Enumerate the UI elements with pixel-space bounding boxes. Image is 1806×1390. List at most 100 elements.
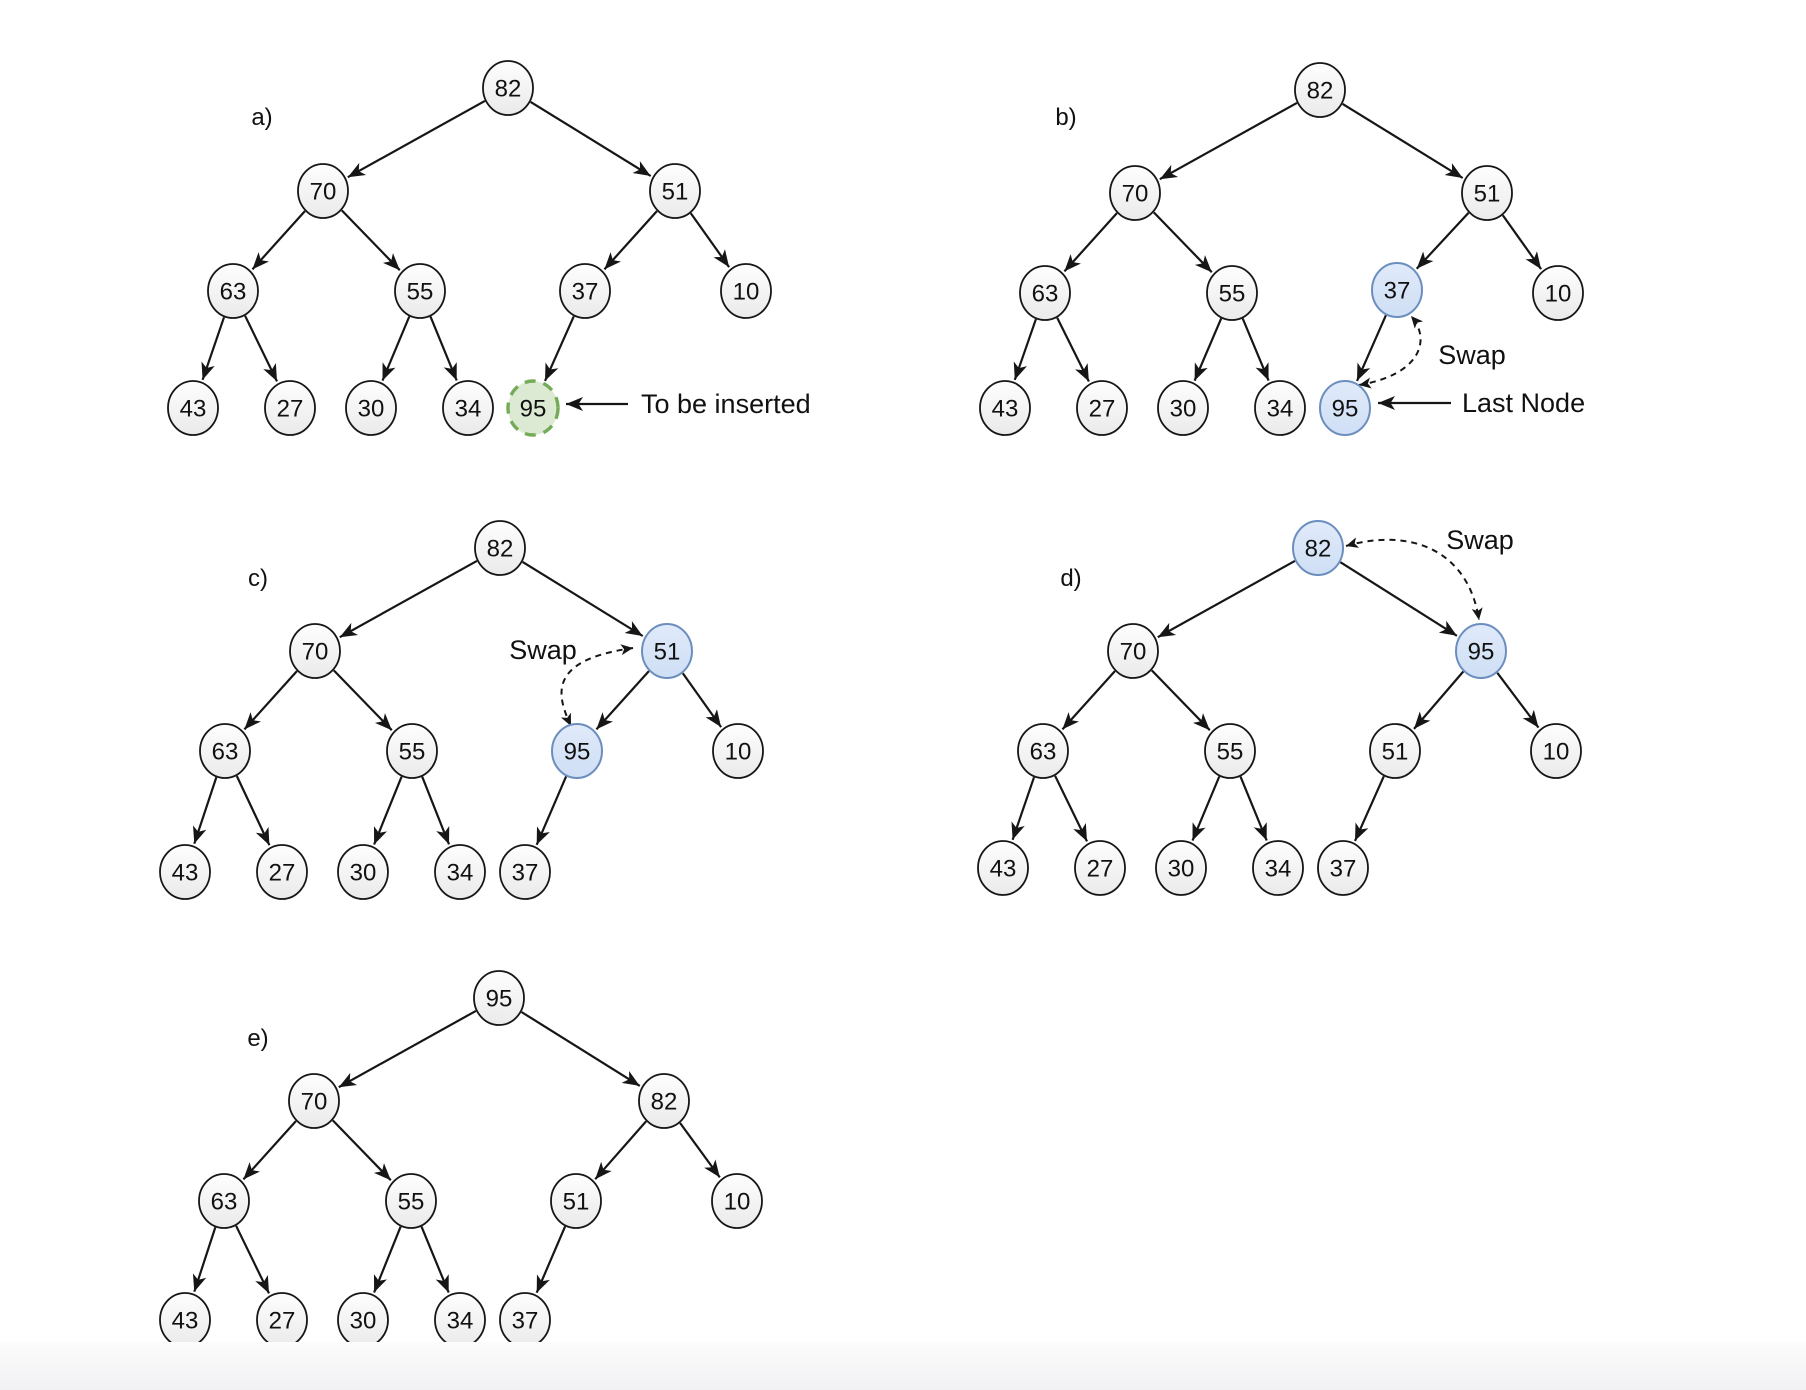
node-a-10: 10 — [720, 263, 772, 319]
highlight-node-circle — [641, 623, 693, 679]
node-value: 27 — [1087, 856, 1114, 883]
node-value: 70 — [310, 179, 337, 206]
edge-55-30 — [1193, 317, 1223, 382]
node-value: 27 — [277, 396, 304, 423]
node-c-51: 51 — [641, 623, 693, 679]
node-d-10: 10 — [1530, 723, 1582, 779]
node-d-70: 70 — [1107, 623, 1159, 679]
node-value: 34 — [1265, 856, 1292, 883]
node-c-43: 43 — [159, 844, 211, 900]
edge-63-27 — [235, 1225, 270, 1294]
panel-label-d: d) — [1060, 565, 1081, 592]
node-value: 37 — [512, 1308, 539, 1335]
node-c-70: 70 — [289, 623, 341, 679]
node-value: 55 — [399, 739, 426, 766]
node-c-10: 10 — [712, 723, 764, 779]
node-a-51: 51 — [649, 163, 701, 219]
node-circle — [1369, 723, 1421, 779]
node-value: 51 — [1474, 181, 1501, 208]
node-value: 37 — [512, 860, 539, 887]
node-circle — [159, 844, 211, 900]
node-e-27: 27 — [256, 1292, 308, 1348]
node-circle — [394, 263, 446, 319]
node-circle — [199, 723, 251, 779]
node-e-43: 43 — [159, 1292, 211, 1348]
node-circle — [649, 163, 701, 219]
node-a-55: 55 — [394, 263, 446, 319]
node-value: 51 — [1382, 739, 1409, 766]
edge-63-27 — [244, 315, 278, 382]
node-a-27: 27 — [264, 380, 316, 436]
swap-82-95-label: Swap — [1446, 525, 1514, 555]
node-value: 37 — [1384, 278, 1411, 305]
node-value: 37 — [1330, 856, 1357, 883]
panel-label-e: e) — [247, 1025, 268, 1052]
node-circle — [1530, 723, 1582, 779]
node-value: 82 — [495, 76, 522, 103]
node-c-82: 82 — [474, 520, 526, 576]
edge-55-34 — [429, 316, 458, 381]
node-c-34: 34 — [434, 844, 486, 900]
node-value: 34 — [447, 1308, 474, 1335]
node-e-55: 55 — [385, 1173, 437, 1229]
node-value: 27 — [1089, 396, 1116, 423]
node-circle — [638, 1073, 690, 1129]
node-d-30: 30 — [1155, 840, 1207, 896]
edge-63-27 — [1056, 317, 1090, 382]
node-b-55: 55 — [1206, 265, 1258, 321]
node-d-55: 55 — [1204, 723, 1256, 779]
swap-95-51-label: Swap — [509, 635, 577, 665]
node-value: 95 — [1468, 639, 1495, 666]
node-circle — [297, 163, 349, 219]
node-circle — [1252, 840, 1304, 896]
edge-82-51 — [1342, 102, 1464, 179]
node-b-43: 43 — [979, 380, 1031, 436]
node-value: 34 — [455, 396, 482, 423]
node-circle — [1076, 380, 1128, 436]
node-circle — [198, 1173, 250, 1229]
node-value: 43 — [180, 396, 207, 423]
node-value: 34 — [447, 860, 474, 887]
highlight-node-circle — [1319, 380, 1371, 436]
node-value: 51 — [563, 1189, 590, 1216]
node-b-70: 70 — [1109, 165, 1161, 221]
node-d-95: 95 — [1455, 623, 1507, 679]
node-value: 43 — [992, 396, 1019, 423]
node-value: 30 — [1168, 856, 1195, 883]
edge-82-70 — [339, 559, 478, 639]
node-c-27: 27 — [256, 844, 308, 900]
edge-95-82 — [520, 1011, 641, 1087]
node-e-34: 34 — [434, 1292, 486, 1348]
node-b-51: 51 — [1461, 165, 1513, 221]
node-value: 10 — [733, 279, 760, 306]
node-e-70: 70 — [288, 1073, 340, 1129]
edge-51-37 — [603, 210, 658, 271]
node-value: 37 — [572, 279, 599, 306]
node-circle — [345, 380, 397, 436]
swap-37-95-arrow — [1358, 315, 1424, 389]
edge-51-95 — [595, 670, 650, 731]
node-circle — [474, 520, 526, 576]
swap-82-95-arrow — [1345, 537, 1483, 621]
node-e-82: 82 — [638, 1073, 690, 1129]
node-circle — [1107, 623, 1159, 679]
node-e-30: 30 — [337, 1292, 389, 1348]
node-value: 51 — [662, 179, 689, 206]
swap-95-51-arrow — [560, 644, 634, 727]
insert-node-circle — [506, 379, 560, 437]
node-value: 82 — [487, 536, 514, 563]
node-value: 95 — [520, 396, 547, 423]
node-circle — [1157, 380, 1209, 436]
edge-51-37 — [1353, 775, 1385, 842]
edge-55-30 — [373, 1226, 402, 1293]
node-a-37: 37 — [559, 263, 611, 319]
node-value: 43 — [172, 860, 199, 887]
edge-70-55 — [341, 209, 401, 271]
node-circle — [207, 263, 259, 319]
node-value: 30 — [350, 1308, 377, 1335]
